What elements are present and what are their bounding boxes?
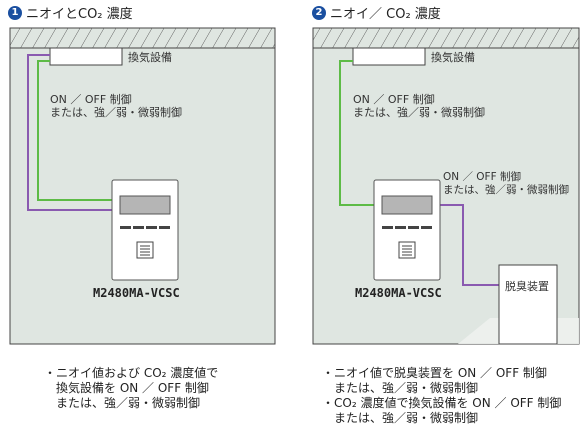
panel-2-control2-label-1: ON ／ OFF 制御 (443, 170, 521, 183)
panel-2-caption-line-3: ・CO₂ 濃度値で換気設備を ON ／ OFF 制御 (322, 396, 562, 410)
panel-1-caption-line-1: ・ニオイ値および CO₂ 濃度値で (44, 366, 219, 380)
panel-1-ventilation-fan (49, 47, 123, 66)
panel-2: 換気設備 ON ／ OFF 制御 または、強／弱・微弱制御 ON ／ OFF 制… (312, 27, 580, 345)
panel-2-number-badge: 2 (312, 5, 326, 20)
panel-1-caption-line-2: 換気設備を ON ／ OFF 制御 (56, 381, 209, 395)
panel-1-control-label-2: または、強／弱・微弱制御 (50, 105, 182, 119)
panel-1-control-label-1: ON ／ OFF 制御 (50, 92, 132, 106)
panel-1-sensor-device (111, 179, 179, 281)
panel-2-sensor-device (373, 179, 441, 281)
panel-2-deodorizer-box (498, 264, 558, 345)
panel-1-caption-line-3: または、強／弱・微弱制御 (56, 396, 201, 410)
panel-2-purple-wire (440, 204, 499, 286)
panel-1-number-badge: 1 (8, 5, 22, 20)
panel-1-caption: ・ニオイ値および CO₂ 濃度値で 換気設備を ON ／ OFF 制御 または、… (44, 366, 218, 411)
panel-2-ventilation-fan (352, 47, 426, 66)
panel-1-fan-label: 換気設備 (128, 50, 172, 64)
panel-2-caption: ・ニオイ値で脱臭装置を ON ／ OFF 制御 または、強／弱・微弱制御 ・CO… (322, 366, 561, 426)
panel-2-title-text: ニオイ／ CO₂ 濃度 (330, 7, 441, 22)
panel-2-caption-line-4: または、強／弱・微弱制御 (322, 411, 479, 425)
panel-2-green-wire (339, 60, 374, 206)
panel-2-ceiling-hatch (312, 27, 580, 49)
panel-2-control-label-1: ON ／ OFF 制御 (353, 92, 435, 106)
panel-2-deodorizer-label: 脱臭装置 (505, 279, 549, 293)
panel-2-caption-line-1: ・ニオイ値で脱臭装置を ON ／ OFF 制御 (322, 366, 547, 380)
panel-2-model-label: M2480MA-VCSC (355, 286, 442, 300)
panel-2-control2-label-2: または、強／弱・微弱制御 (443, 183, 569, 196)
panel-1-title-text: ニオイとCO₂ 濃度 (26, 7, 133, 22)
panel-2-title: 2 ニオイ／ CO₂ 濃度 (312, 3, 441, 22)
panel-2-fan-label: 換気設備 (431, 50, 475, 64)
panel-1-model-label: M2480MA-VCSC (93, 286, 180, 300)
panel-1: 換気設備 ON ／ OFF 制御 または、強／弱・微弱制御 M2480MA-VC… (9, 27, 276, 345)
panel-2-caption-line-2: または、強／弱・微弱制御 (322, 381, 479, 395)
panel-1-green-wire (37, 60, 112, 201)
panel-1-title: 1 ニオイとCO₂ 濃度 (8, 3, 133, 22)
panel-2-control-label-2: または、強／弱・微弱制御 (353, 105, 485, 119)
panel-1-purple-wire (27, 54, 112, 211)
panel-1-ceiling-hatch (9, 27, 276, 49)
